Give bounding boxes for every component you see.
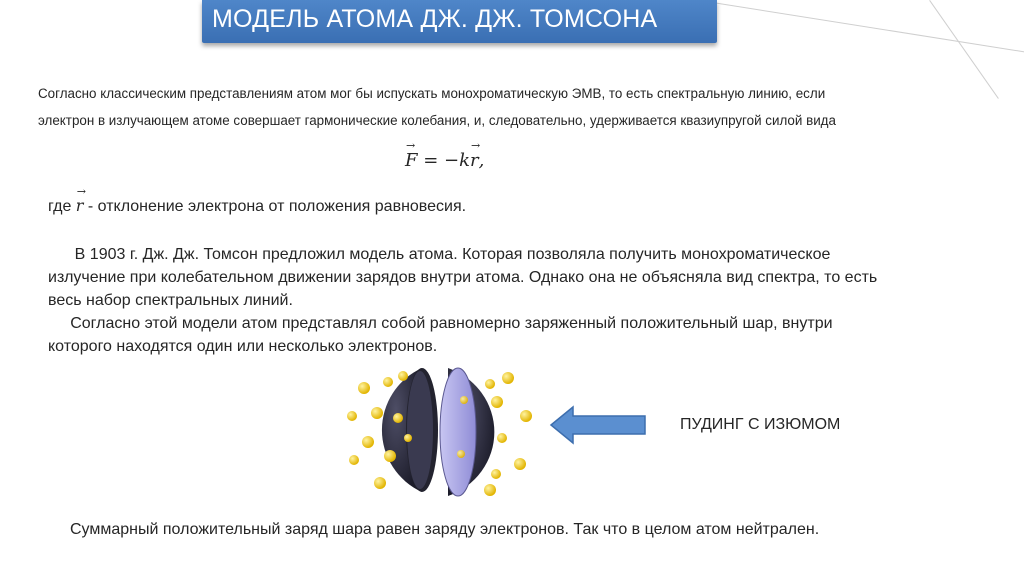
where-prefix: где bbox=[48, 198, 76, 215]
title-banner: МОДЕЛЬ АТОМА ДЖ. ДЖ. ТОМСОНА bbox=[202, 0, 717, 43]
main-text: В 1903 г. Дж. Дж. Томсон предложил модел… bbox=[48, 243, 978, 358]
left-hemisphere bbox=[381, 368, 438, 492]
pointer-arrow bbox=[549, 405, 646, 445]
formula-r-vector: r bbox=[470, 139, 480, 171]
para1-line-3: весь набор спектральных линий. bbox=[48, 292, 293, 309]
slide-title: МОДЕЛЬ АТОМА ДЖ. ДЖ. ТОМСОНА bbox=[212, 5, 658, 33]
force-formula: F = −kr, bbox=[405, 139, 485, 171]
para2-line-2: которого находятся один или несколько эл… bbox=[48, 338, 438, 355]
para2-line-1: Согласно этой модели атом представлял со… bbox=[48, 315, 833, 332]
formula-comma: , bbox=[478, 150, 485, 171]
para1-line-2: излучение при колебательном движении зар… bbox=[48, 269, 878, 286]
electron-dots bbox=[347, 371, 532, 496]
para1-line-1: В 1903 г. Дж. Дж. Томсон предложил модел… bbox=[48, 246, 831, 263]
intro-line-2: электрон в излучающем атоме совершает га… bbox=[38, 113, 836, 128]
decorative-line bbox=[699, 0, 1024, 53]
intro-line-1: Согласно классическим представлениям ато… bbox=[38, 86, 826, 101]
thomson-atom-illustration bbox=[347, 367, 532, 497]
intro-paragraph: Согласно классическим представлениям ато… bbox=[38, 80, 998, 134]
formula-equals: = −k bbox=[417, 150, 471, 171]
formula-force-vector: F bbox=[405, 139, 418, 171]
where-suffix: - отклонение электрона от положения равн… bbox=[83, 198, 467, 215]
conclusion-text: Суммарный положительный заряд шара равен… bbox=[70, 521, 820, 538]
where-r-vector: r bbox=[76, 185, 86, 215]
where-line: где r - отклонение электрона от положени… bbox=[48, 185, 467, 216]
pudding-label: ПУДИНГ С ИЗЮМОМ bbox=[680, 416, 841, 433]
